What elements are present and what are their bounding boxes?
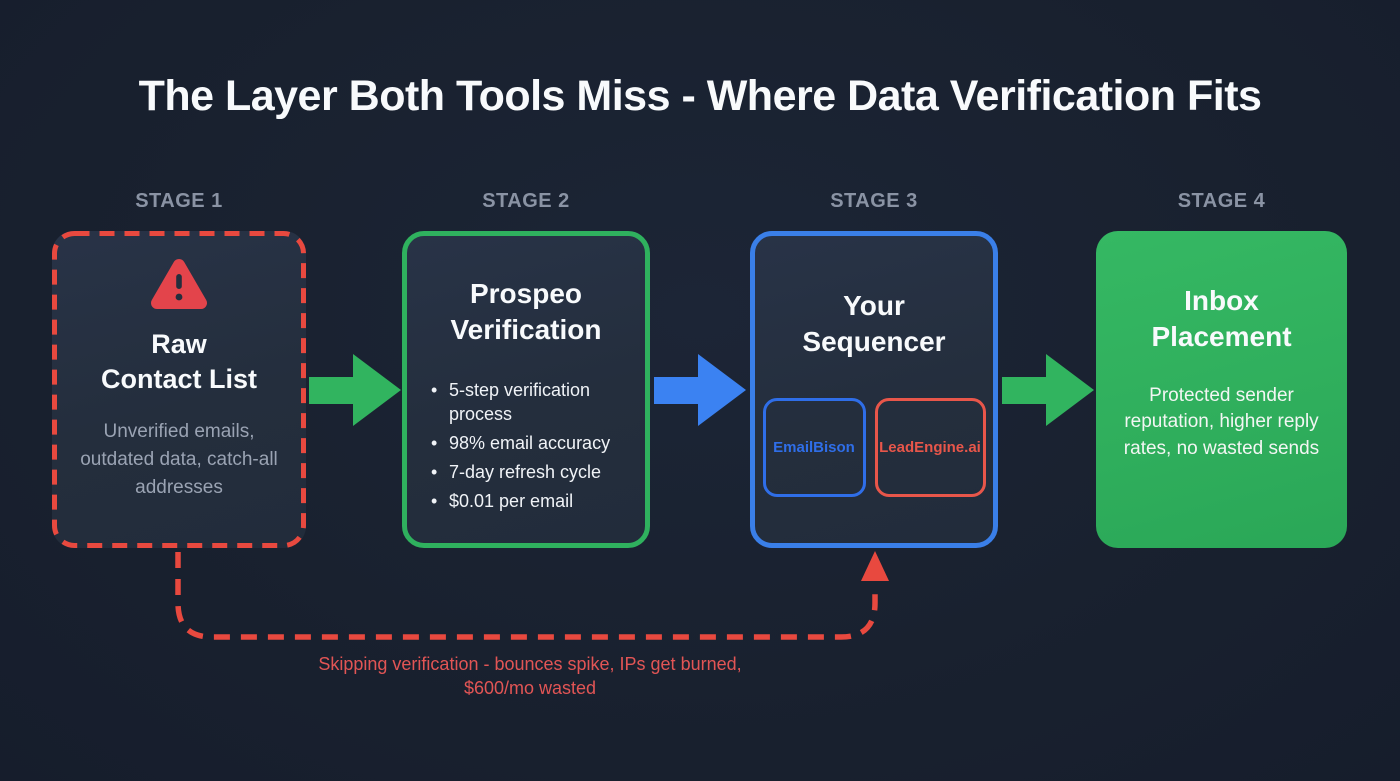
warning-triangle-icon: [151, 259, 207, 309]
stage-1-description: Unverified emails, outdated data, catch-…: [80, 421, 278, 498]
bullet-item: 7-day refresh cycle: [431, 460, 635, 485]
flow-arrow-stage1-to-stage2-icon: [309, 354, 401, 426]
stage-2-bullet-list: 5-step verification process 98% email ac…: [407, 378, 645, 518]
tool-label: LeadEngine.ai: [879, 438, 981, 456]
flow-arrow-stage3-to-stage4-icon: [1002, 354, 1094, 426]
arrow-shaft: [1002, 377, 1048, 404]
bullet-item: 98% email accuracy: [431, 431, 635, 456]
tool-box-leadengine: LeadEngine.ai: [874, 397, 986, 497]
bullet-item: 5-step verification process: [431, 378, 635, 428]
stage-1-title: Raw Contact List: [100, 329, 257, 394]
stage-4-description: Protected sender reputation, higher repl…: [1123, 384, 1320, 459]
stage-4-title: Inbox Placement: [1151, 285, 1292, 352]
stage-4-box-inbox-placement: Inbox Placement Protected sender reputat…: [1096, 231, 1347, 548]
page-title: The Layer Both Tools Miss - Where Data V…: [138, 72, 1262, 120]
stage-4-label: STAGE 4: [1177, 190, 1266, 212]
stage-3-label: STAGE 3: [830, 190, 918, 212]
tool-box-emailbison: EmailBison: [762, 397, 866, 497]
stage-1-label: STAGE 1: [135, 190, 223, 212]
stage-3-box-your-sequencer: Your Sequencer EmailBison LeadEngine.ai: [750, 231, 998, 548]
bypass-warning-caption: Skipping verification - bounces spike, I…: [318, 654, 742, 698]
stage-2-box-prospeo-verification: Prospeo Verification 5-step verification…: [402, 231, 650, 548]
warning-icon: [150, 255, 208, 311]
stage-2-label: STAGE 2: [482, 190, 570, 212]
arrow-head: [353, 354, 401, 426]
stage-1-box-raw-contact-list: Raw Contact List Unverified emails, outd…: [52, 231, 306, 548]
stage-2-title: Prospeo Verification: [450, 278, 602, 345]
bypass-dashed-path: [175, 552, 878, 640]
sequencer-tools-row: EmailBison LeadEngine.ai: [762, 397, 986, 497]
stage-3-title: Your Sequencer: [802, 290, 946, 357]
bullet-item: $0.01 per email: [431, 489, 635, 514]
arrow-shaft: [654, 377, 700, 404]
arrow-head: [698, 354, 746, 426]
arrow-head: [1046, 354, 1094, 426]
arrow-shaft: [309, 377, 355, 404]
flow-arrow-stage2-to-stage3-icon: [654, 354, 746, 426]
bypass-arrowhead-icon: [861, 551, 889, 581]
tool-label: EmailBison: [773, 438, 855, 456]
